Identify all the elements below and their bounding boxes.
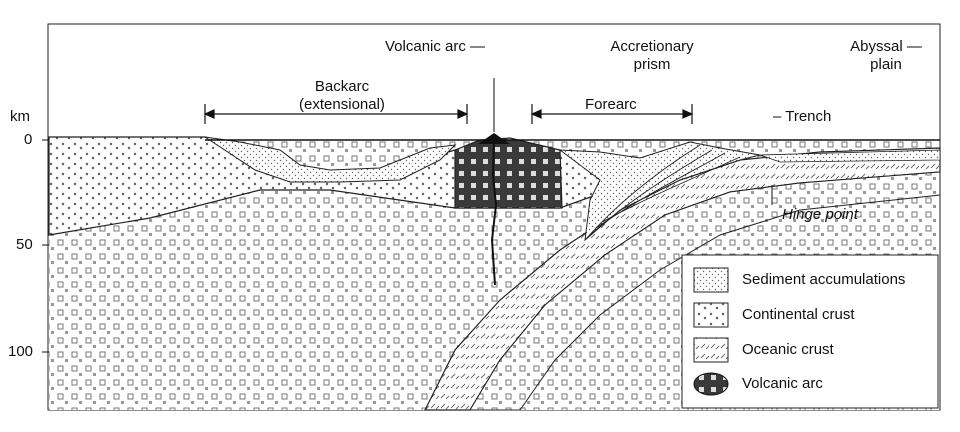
volcano-cone (478, 133, 510, 144)
label-abyssal-line1: Abyssal — (850, 38, 922, 55)
forearc-extent-arrow (530, 104, 694, 124)
abyssal-sediment (759, 149, 941, 163)
label-backarc: Backarc (extensional) (286, 78, 398, 114)
oceanic-lithosphere (469, 171, 941, 411)
legend-label-sediment: Sediment accumulations (742, 271, 906, 288)
label-backarc-line2: (extensional) (299, 96, 385, 113)
depth-ticks (42, 139, 49, 353)
label-accretionary-line1: Accretionary (610, 38, 694, 55)
legend-swatch-sediment (693, 267, 729, 293)
label-trench: – Trench (773, 108, 832, 125)
backarc-sediment (204, 136, 457, 183)
legend-swatch-oceanic (693, 337, 729, 363)
label-volcanic-arc: Volcanic arc — (385, 38, 486, 55)
axis-unit: km (10, 108, 30, 125)
label-backarc-line1: Backarc (314, 78, 370, 95)
legend-label-volcanic: Volcanic arc (742, 375, 823, 392)
label-accretionary-prism: Accretionary prism (600, 38, 704, 74)
accretionary-prism (558, 141, 761, 242)
magma-conduit (490, 139, 498, 286)
legend (681, 254, 939, 409)
label-accretionary-line2: prism (633, 56, 671, 73)
label-hinge-point: Hinge point (782, 206, 858, 223)
tick-0: 0 (24, 131, 33, 148)
frame (47, 23, 941, 411)
legend-label-continental: Continental crust (742, 306, 855, 323)
legend-label-oceanic: Oceanic crust (742, 341, 834, 358)
label-abyssal-line2: plain (870, 56, 902, 73)
backarc-extent-arrow (203, 104, 469, 124)
legend-swatch-continental (693, 302, 729, 328)
legend-swatch-volcanic (693, 372, 729, 396)
label-forearc: Forearc (585, 96, 637, 113)
label-abyssal-plain: Abyssal — plain (842, 38, 930, 74)
prism-thrust-lines (584, 144, 741, 241)
volcanic-arc-body (454, 137, 563, 209)
tick-100: 100 (8, 343, 34, 360)
tick-50: 50 (16, 236, 33, 253)
